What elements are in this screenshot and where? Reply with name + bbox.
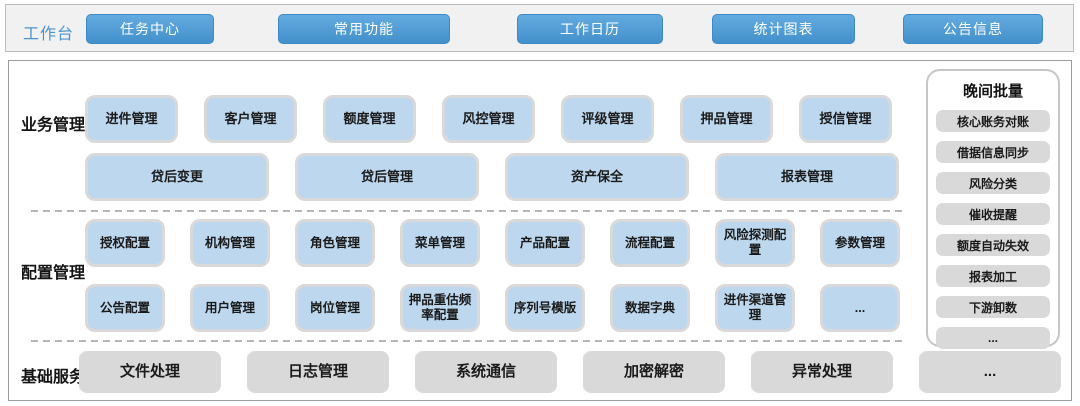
base-service-chip[interactable]: 加密解密 [583,351,725,393]
config-module-chip[interactable]: 机构管理 [190,219,270,267]
batch-job-item[interactable]: 核心账务对账 [936,110,1050,132]
config-row-1: 授权配置机构管理角色管理菜单管理产品配置流程配置风险探测配置参数管理 [85,219,900,267]
business-module-chip[interactable]: 风控管理 [442,95,535,143]
workbench-button[interactable]: 工作日历 [517,14,663,44]
workbench-button[interactable]: 统计图表 [712,14,855,44]
business-module-chip[interactable]: 报表管理 [715,153,899,201]
config-module-chip[interactable]: 岗位管理 [295,284,375,332]
config-module-chip[interactable]: 用户管理 [190,284,270,332]
config-module-chip[interactable]: 数据字典 [610,284,690,332]
batch-job-item[interactable]: ... [936,327,1050,349]
batch-job-item[interactable]: 风险分类 [936,172,1050,194]
config-module-chip[interactable]: 公告配置 [85,284,165,332]
business-module-chip[interactable]: 进件管理 [85,95,178,143]
workbench-label: 工作台 [23,26,75,43]
section-label-base-services: 基础服务 [21,369,86,386]
batch-job-item[interactable]: 报表加工 [936,265,1050,287]
config-module-chip[interactable]: 参数管理 [820,219,900,267]
config-module-chip[interactable]: 序列号模版 [505,284,585,332]
config-row-2: 公告配置用户管理岗位管理押品重估频率配置序列号模版数据字典进件渠道管理... [85,284,900,332]
business-module-chip[interactable]: 授信管理 [799,95,892,143]
config-module-chip[interactable]: ... [820,284,900,332]
config-module-chip[interactable]: 授权配置 [85,219,165,267]
business-module-chip[interactable]: 客户管理 [204,95,297,143]
business-row-2: 贷后变更贷后管理资产保全报表管理 [85,153,899,201]
business-module-chip[interactable]: 押品管理 [680,95,773,143]
base-service-chip[interactable]: 日志管理 [247,351,389,393]
config-module-chip[interactable]: 菜单管理 [400,219,480,267]
main-panel: 业务管理 进件管理客户管理额度管理风控管理评级管理押品管理授信管理 贷后变更贷后… [8,60,1072,401]
night-batch-items: 核心账务对账借据信息同步风险分类催收提醒额度自动失效报表加工下游卸数... [928,101,1058,349]
config-module-chip[interactable]: 进件渠道管理 [715,284,795,332]
batch-job-item[interactable]: 催收提醒 [936,203,1050,225]
config-module-chip[interactable]: 押品重估频率配置 [400,284,480,332]
business-module-chip[interactable]: 贷后变更 [85,153,269,201]
section-divider [31,210,907,212]
workbench-button[interactable]: 任务中心 [86,14,214,44]
config-module-chip[interactable]: 流程配置 [610,219,690,267]
night-batch-title: 晚间批量 [962,83,1023,100]
config-module-chip[interactable]: 风险探测配置 [715,219,795,267]
section-label-config: 配置管理 [21,265,86,282]
base-service-chip[interactable]: 文件处理 [79,351,221,393]
business-row-1: 进件管理客户管理额度管理风控管理评级管理押品管理授信管理 [85,95,892,143]
workbench-button[interactable]: 公告信息 [903,14,1043,44]
workbench-buttons: 任务中心 常用功能 工作日历 统计图表 公告信息 [6,5,1073,51]
base-service-chip[interactable]: 系统通信 [415,351,557,393]
config-module-chip[interactable]: 产品配置 [505,219,585,267]
business-module-chip[interactable]: 贷后管理 [295,153,479,201]
base-service-chip[interactable]: 异常处理 [751,351,893,393]
business-module-chip[interactable]: 评级管理 [561,95,654,143]
section-divider [31,340,907,342]
workbench-button[interactable]: 常用功能 [278,14,450,44]
business-module-chip[interactable]: 资产保全 [505,153,689,201]
batch-job-item[interactable]: 借据信息同步 [936,141,1050,163]
batch-job-item[interactable]: 下游卸数 [936,296,1050,318]
config-module-chip[interactable]: 角色管理 [295,219,375,267]
section-label-business: 业务管理 [21,117,86,134]
batch-job-item[interactable]: 额度自动失效 [936,234,1050,256]
night-batch-panel: 晚间批量 核心账务对账借据信息同步风险分类催收提醒额度自动失效报表加工下游卸数.… [926,69,1060,349]
base-services-row: 文件处理日志管理系统通信加密解密异常处理... [79,351,1061,393]
business-module-chip[interactable]: 额度管理 [323,95,416,143]
workbench-bar: 工作台 任务中心 常用功能 工作日历 统计图表 公告信息 [5,4,1074,52]
base-service-chip[interactable]: ... [919,351,1061,393]
